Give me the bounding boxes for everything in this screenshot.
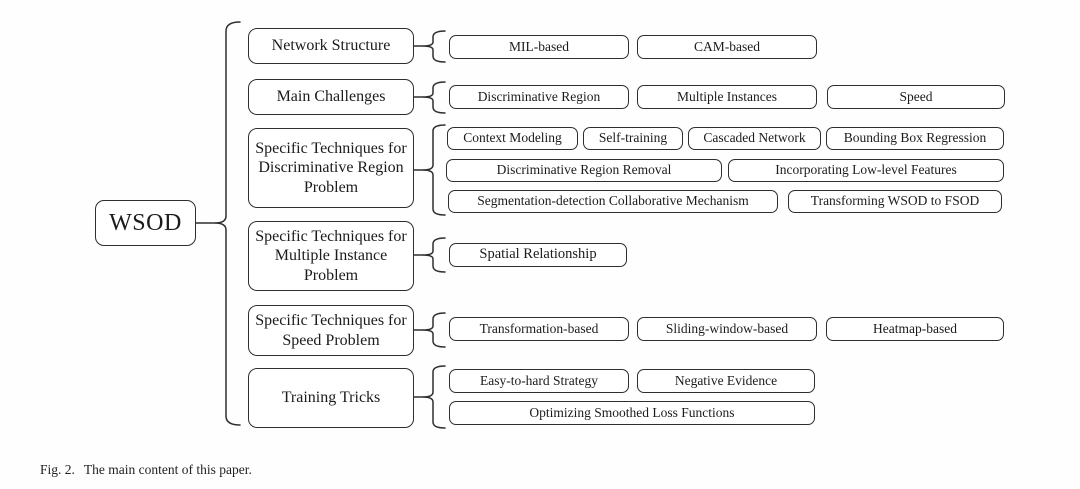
root-brace bbox=[214, 21, 241, 426]
leaf-easy-to-hard-strategy: Easy-to-hard Strategy bbox=[449, 369, 629, 393]
leaf-transformation-based: Transformation-based bbox=[449, 317, 629, 341]
root-node-wsod: WSOD bbox=[95, 200, 196, 246]
leaf-optimizing-smoothed-loss-functions: Optimizing Smoothed Loss Functions bbox=[449, 401, 815, 425]
leaf-discriminative-region-removal: Discriminative Region Removal bbox=[446, 159, 722, 182]
leaf-bounding-box-regression: Bounding Box Regression bbox=[826, 127, 1004, 150]
leaf-discriminative-region: Discriminative Region bbox=[449, 85, 629, 109]
category-multiple-instance-techniques: Specific Techniques for Multiple Instanc… bbox=[248, 221, 414, 291]
group-3-brace bbox=[422, 237, 446, 273]
group-1-brace bbox=[422, 81, 446, 114]
group-4-brace bbox=[422, 312, 446, 348]
leaf-cam-based: CAM-based bbox=[637, 35, 817, 59]
leaf-sliding-window-based: Sliding-window-based bbox=[637, 317, 817, 341]
leaf-segmentation-detection-collaborative-mechanism: Segmentation-detection Collaborative Mec… bbox=[448, 190, 778, 213]
figure-caption-text: The main content of this paper. bbox=[83, 462, 252, 477]
category-network-structure: Network Structure bbox=[248, 28, 414, 64]
leaf-speed: Speed bbox=[827, 85, 1005, 109]
leaf-transforming-wsod-to-fsod: Transforming WSOD to FSOD bbox=[788, 190, 1002, 213]
group-2-brace bbox=[422, 124, 446, 216]
leaf-mil-based: MIL-based bbox=[449, 35, 629, 59]
category-main-challenges: Main Challenges bbox=[248, 79, 414, 115]
category-discriminative-region-techniques: Specific Techniques for Discriminative R… bbox=[248, 128, 414, 208]
figure-caption: Fig. 2. The main content of this paper. bbox=[40, 462, 252, 478]
category-training-tricks: Training Tricks bbox=[248, 368, 414, 428]
category-speed-techniques: Specific Techniques for Speed Problem bbox=[248, 305, 414, 356]
leaf-multiple-instances: Multiple Instances bbox=[637, 85, 817, 109]
group-0-brace bbox=[422, 30, 446, 63]
leaf-negative-evidence: Negative Evidence bbox=[637, 369, 815, 393]
leaf-heatmap-based: Heatmap-based bbox=[826, 317, 1004, 341]
group-5-brace bbox=[422, 365, 446, 429]
leaf-spatial-relationship: Spatial Relationship bbox=[449, 243, 627, 267]
leaf-self-training: Self-training bbox=[583, 127, 683, 150]
leaf-context-modeling: Context Modeling bbox=[447, 127, 578, 150]
leaf-incorporating-low-level-features: Incorporating Low-level Features bbox=[728, 159, 1004, 182]
figure-caption-number: Fig. 2. bbox=[40, 462, 75, 477]
leaf-cascaded-network: Cascaded Network bbox=[688, 127, 821, 150]
